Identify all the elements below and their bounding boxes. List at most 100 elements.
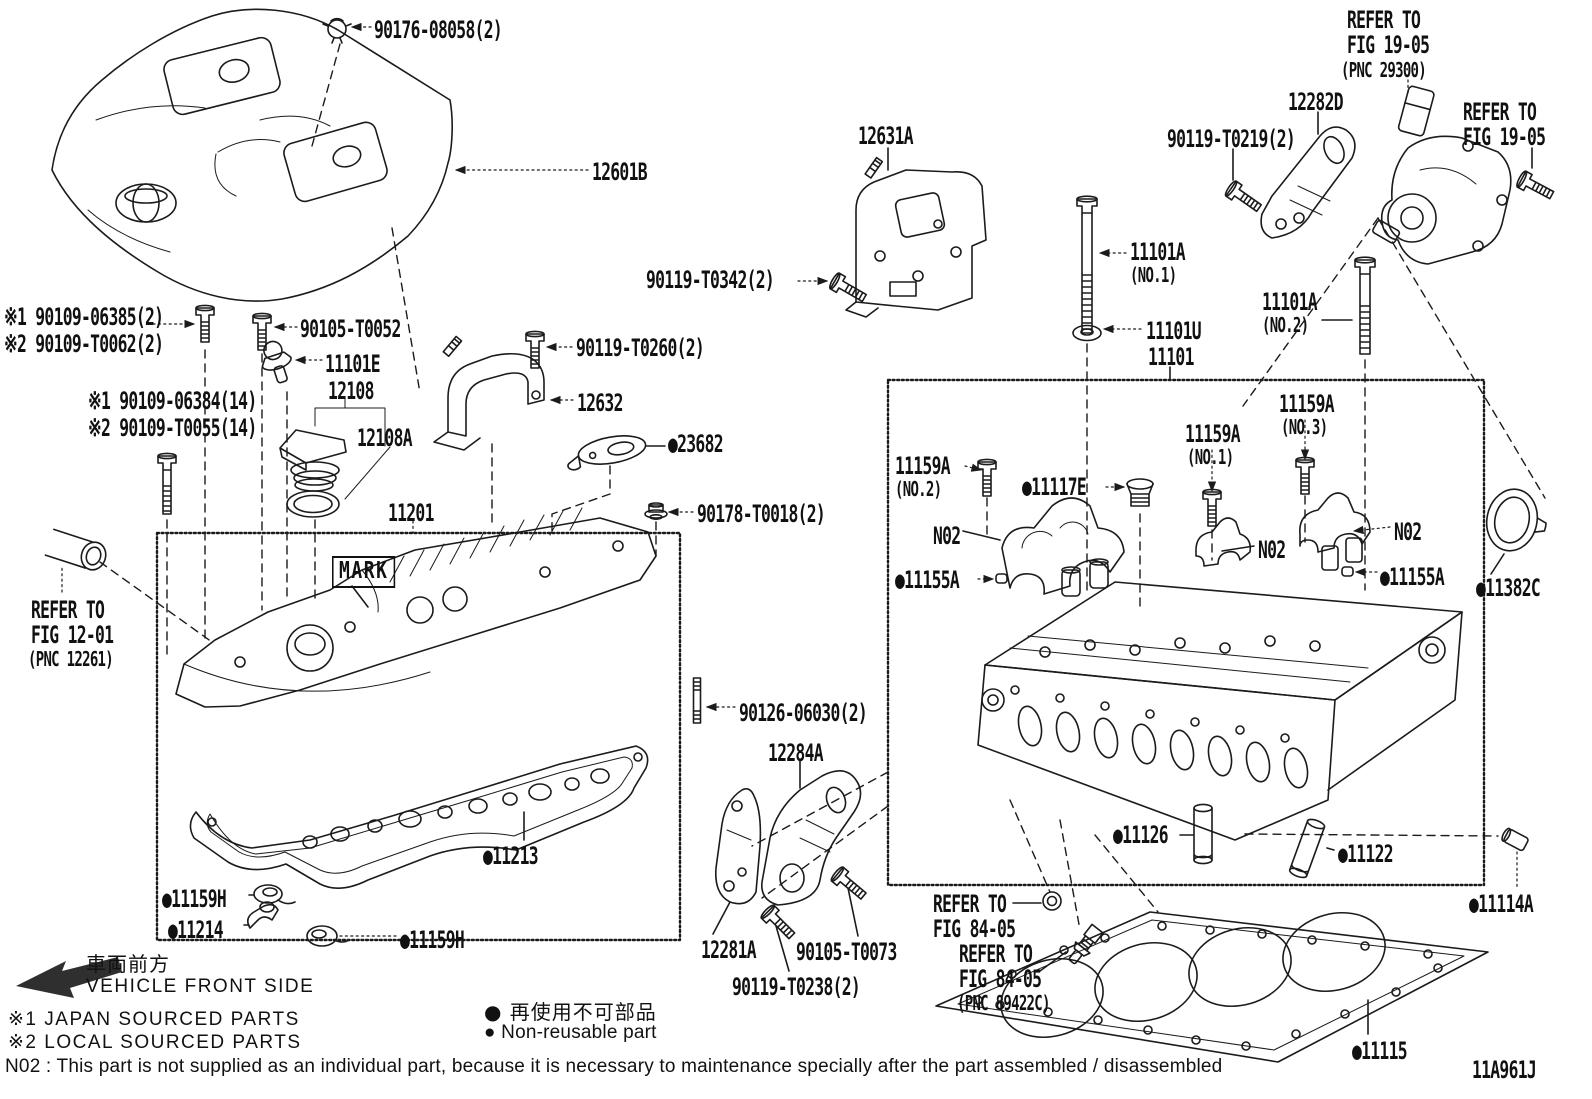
part-11114A: ●11114A: [1469, 890, 1534, 918]
note-x2-90109-T0055: ※2 90109-T0055(14): [88, 414, 257, 442]
bracket-11214-icon: [246, 901, 279, 929]
part-90176-08058: 90176-08058(2): [374, 16, 503, 44]
bracket-12632-icon: [433, 335, 545, 451]
part-90119-T0342: 90119-T0342(2): [646, 266, 775, 294]
part-90126-06030: 90126-06030(2): [739, 699, 868, 727]
part-12108A: 12108A: [357, 424, 413, 452]
note-japan-sourced: ※1 JAPAN SOURCED PARTS: [8, 1009, 300, 1030]
bracket-12281A-icon: [714, 788, 762, 905]
ref-fig84-05b-line2: FIG 84-05: [959, 965, 1042, 993]
cylinder-head-box-frame: [886, 378, 1486, 887]
plug-11114A-icon: [1501, 827, 1529, 852]
note-N02-c: N02: [1394, 518, 1422, 546]
pin-11155A-right-icon: [1341, 566, 1354, 577]
ref-fig84-05b-line1: REFER TO: [959, 940, 1033, 968]
cam-cap-small-icon: [1195, 517, 1252, 567]
part-12631A: 12631A: [858, 122, 914, 150]
note-vehicle-front: VEHICLE FRONT SIDE: [86, 976, 315, 997]
part-12281A: 12281A: [701, 936, 757, 964]
note-N02-a: N02: [933, 522, 961, 550]
part-90105-T0073: 90105-T0073: [796, 938, 897, 966]
part-11382C: ●11382C: [1476, 574, 1541, 602]
bracket-12282D-icon: [1260, 126, 1356, 239]
oring-refer-fig84-05-icon: [1042, 891, 1062, 911]
washer-11101U-icon: [1072, 324, 1102, 342]
part-90105-T0052: 90105-T0052: [300, 315, 401, 343]
legend-nonreusable-en: ● Non-reusable part: [484, 1022, 657, 1043]
part-11159A-no1: 11159A: [1185, 420, 1241, 448]
part-12632: 12632: [577, 389, 623, 417]
note-N02-description: N02 : This part is not supplied as an in…: [5, 1056, 1223, 1077]
hose-stub-refer-fig12-01-icon: [44, 528, 107, 571]
valve-cover-11201-drawing: [175, 507, 657, 708]
part-11155A-left: ●11155A: [895, 566, 960, 594]
part-11159A-no3-sub: (NO.3): [1281, 415, 1328, 439]
part-90178-T0018: 90178-T0018(2): [697, 500, 826, 528]
clip-nut-90176-icon: [322, 17, 352, 44]
part-90119-T0219: 90119-T0219(2): [1167, 125, 1296, 153]
part-11101A-no2-sub: (NO.2): [1262, 313, 1309, 337]
part-90119-T0260: 90119-T0260(2): [576, 334, 705, 362]
valve-cover-gasket-11213-drawing: [189, 745, 649, 889]
part-11101A-no1: 11101A: [1130, 238, 1186, 266]
seal-washer-11159H-b-icon: [306, 925, 350, 947]
ref-fig12-01-line2: FIG 12-01: [31, 621, 114, 649]
cam-seal-11382C-icon: [1485, 488, 1547, 552]
ref-fig19-05a-line3: (PNC 29300): [1341, 58, 1427, 82]
note-N02-b: N02: [1258, 536, 1286, 564]
part-11214: ●11214: [168, 916, 224, 944]
ref-fig84-05a-line1: REFER TO: [933, 890, 1007, 918]
vehicle-front-arrow-icon: [16, 957, 122, 998]
seal-washer-11159H-a-icon: [253, 884, 296, 905]
part-12282D: 12282D: [1288, 88, 1344, 116]
part-90119-T0238: 90119-T0238(2): [732, 973, 861, 1001]
note-x1-90109-06385: ※1 90109-06385(2): [4, 303, 164, 331]
part-11122: ●11122: [1338, 840, 1394, 868]
part-23682: ●23682: [668, 430, 724, 458]
ref-fig12-01-line3: (PNC 12261): [28, 647, 114, 671]
note-x1-90109-06384: ※1 90109-06384(14): [88, 387, 257, 415]
part-11159A-no3: 11159A: [1279, 390, 1335, 418]
part-11126: ●11126: [1113, 821, 1169, 849]
ref-fig19-05b-line2: FIG 19-05: [1463, 123, 1546, 151]
part-12284A: 12284A: [768, 739, 824, 767]
mark-label: MARK: [332, 556, 396, 588]
head-gasket-11115-drawing: [935, 911, 1489, 1063]
part-11159A-no1-sub: (NO.1): [1187, 445, 1234, 469]
ref-fig12-01-line1: REFER TO: [31, 596, 105, 624]
valve-cover-box-frame: [155, 531, 682, 942]
part-11159A-no2: 11159A: [895, 452, 951, 480]
part-11159A-no2-sub: (NO.2): [895, 477, 942, 501]
plug-11117E-icon: [1126, 478, 1154, 507]
bracket-12284A-icon: [761, 770, 862, 906]
part-11101E: 11101E: [325, 350, 381, 378]
ref-fig84-05a-line2: FIG 84-05: [933, 915, 1016, 943]
part-12601B: 12601B: [592, 158, 648, 186]
engine-cover-drawing: [51, 8, 453, 302]
note-local-sourced: ※2 LOCAL SOURCED PARTS: [8, 1032, 302, 1053]
ref-fig19-05a-line1: REFER TO: [1347, 6, 1421, 34]
pcv-valve-23682-icon: [567, 435, 647, 471]
part-11213: ●11213: [483, 842, 539, 870]
part-11101A-no2: 11101A: [1262, 288, 1318, 316]
cam-sensor-11101E-icon: [261, 340, 292, 384]
cylinder-head-11101-drawing: [977, 581, 1463, 841]
part-11117E: ●11117E: [1022, 473, 1087, 501]
note-x2-90109-T0062: ※2 90109-T0062(2): [4, 330, 164, 358]
part-11101: 11101: [1148, 343, 1194, 371]
legend-nonreusable-jp: ● 再使用不可部品: [484, 1000, 657, 1024]
figure-code: 11A961J: [1472, 1056, 1537, 1084]
part-12108: 12108: [328, 377, 374, 405]
pin-11155A-left-icon: [995, 573, 1008, 584]
ref-fig19-05b-line1: REFER TO: [1463, 98, 1537, 126]
cam-cap-right-icon: [1299, 492, 1371, 571]
part-11101A-no1-sub: (NO.1): [1130, 263, 1177, 287]
toyota-logo-icon: [115, 183, 177, 223]
part-11115: ●11115: [1352, 1037, 1408, 1065]
bracket-12631A-icon: [845, 156, 987, 318]
ref-fig19-05a-line2: FIG 19-05: [1347, 31, 1430, 59]
cam-cap-assembly-left-icon: [1001, 497, 1125, 597]
